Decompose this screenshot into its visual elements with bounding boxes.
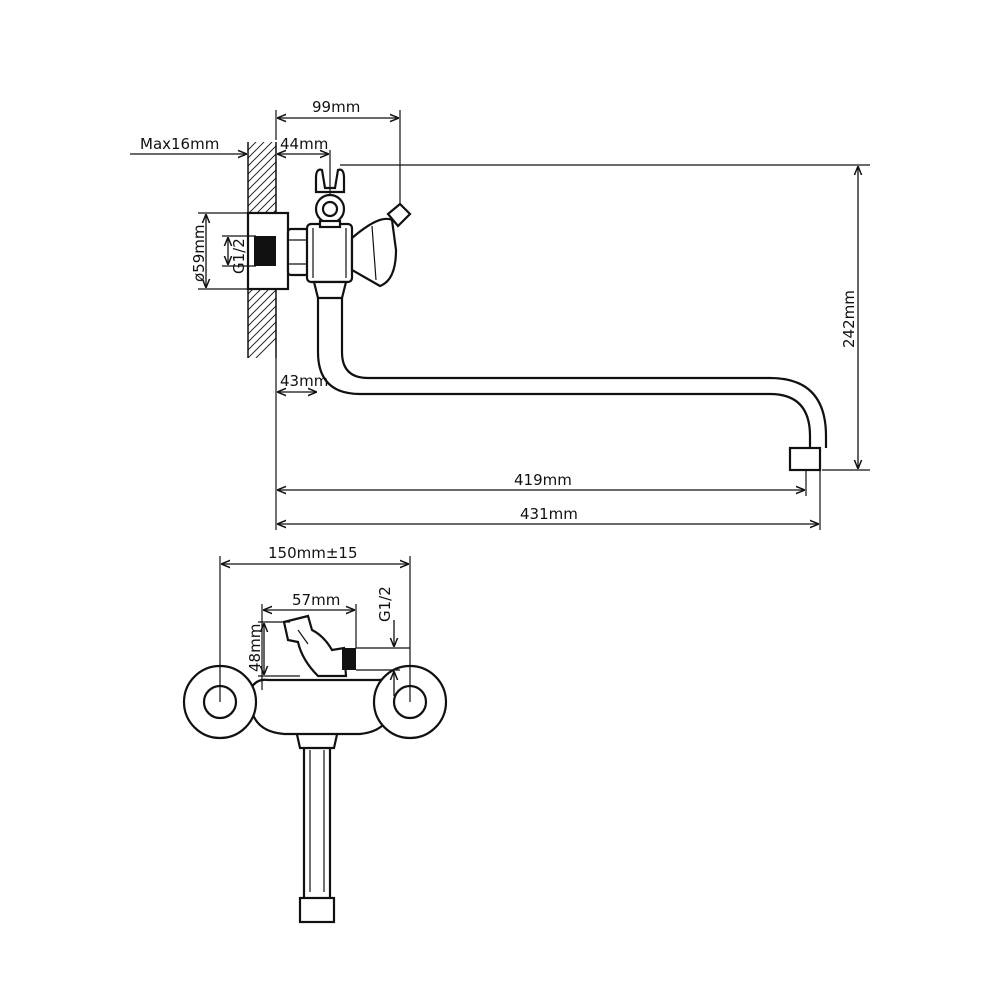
hatch-line bbox=[248, 289, 276, 319]
hatch-line bbox=[248, 329, 276, 358]
side-view: 99mm Max16mm 44mm ø59mm G1/2 bbox=[130, 98, 870, 530]
dim-thread-side-label: G1/2 bbox=[230, 238, 248, 274]
hatch-line bbox=[248, 142, 249, 143]
dim-57mm-label: 57mm bbox=[292, 591, 340, 609]
dim-48mm-label: 48mm bbox=[246, 624, 264, 672]
hatch-line bbox=[248, 185, 276, 215]
dim-150mm-label: 150mm±15 bbox=[268, 544, 358, 562]
front-view: 150mm±15 57mm 48mm G1/2 bbox=[182, 544, 448, 924]
dim-diameter-label: ø59mm bbox=[190, 225, 208, 283]
hatch-line bbox=[248, 145, 276, 175]
hatch-line bbox=[248, 161, 276, 191]
dim-242mm: 242mm bbox=[340, 164, 870, 471]
hatch-line bbox=[255, 337, 276, 358]
dim-g12-side: G1/2 bbox=[222, 235, 256, 274]
dim-419mm: 419mm bbox=[278, 470, 807, 496]
swivel-spout bbox=[316, 298, 828, 472]
lever-handle bbox=[350, 202, 412, 288]
dim-48mm: 48mm bbox=[246, 621, 300, 677]
wall-flange bbox=[246, 211, 310, 291]
dim-431mm: 431mm bbox=[278, 470, 821, 530]
dim-diameter-59mm: ø59mm bbox=[190, 212, 248, 290]
dim-max16mm-label: Max16mm bbox=[140, 135, 219, 153]
dim-43mm: 43mm bbox=[278, 372, 328, 392]
hatch-line bbox=[248, 177, 276, 207]
front-spout bbox=[294, 728, 340, 924]
hatch-line bbox=[248, 142, 265, 159]
shower-holder bbox=[314, 168, 346, 229]
dim-150mm: 150mm±15 bbox=[219, 544, 411, 702]
dim-thread-front-label: G1/2 bbox=[376, 586, 394, 622]
dim-431mm-label: 431mm bbox=[520, 505, 578, 523]
hatch-line bbox=[248, 142, 273, 167]
dim-242mm-label: 242mm bbox=[840, 290, 858, 348]
hatch-line bbox=[248, 297, 276, 327]
dim-99mm: 99mm bbox=[275, 98, 401, 204]
dim-419mm-label: 419mm bbox=[514, 471, 572, 489]
spout-nut bbox=[312, 280, 348, 300]
dim-44mm-label: 44mm bbox=[280, 135, 328, 153]
hatch-line bbox=[248, 321, 276, 351]
dim-g12-front: G1/2 bbox=[376, 586, 394, 696]
front-lever bbox=[282, 614, 410, 678]
mixer-body bbox=[305, 222, 354, 284]
dim-99mm-label: 99mm bbox=[312, 98, 360, 116]
dim-44mm: 44mm bbox=[278, 135, 331, 194]
hatch-line bbox=[248, 142, 257, 151]
hatch-line bbox=[248, 313, 276, 343]
hatch-line bbox=[248, 305, 276, 335]
dim-43mm-label: 43mm bbox=[280, 372, 328, 390]
hatch-line bbox=[248, 153, 276, 183]
hatch-line bbox=[248, 169, 276, 199]
dim-max16mm: Max16mm bbox=[130, 135, 246, 154]
